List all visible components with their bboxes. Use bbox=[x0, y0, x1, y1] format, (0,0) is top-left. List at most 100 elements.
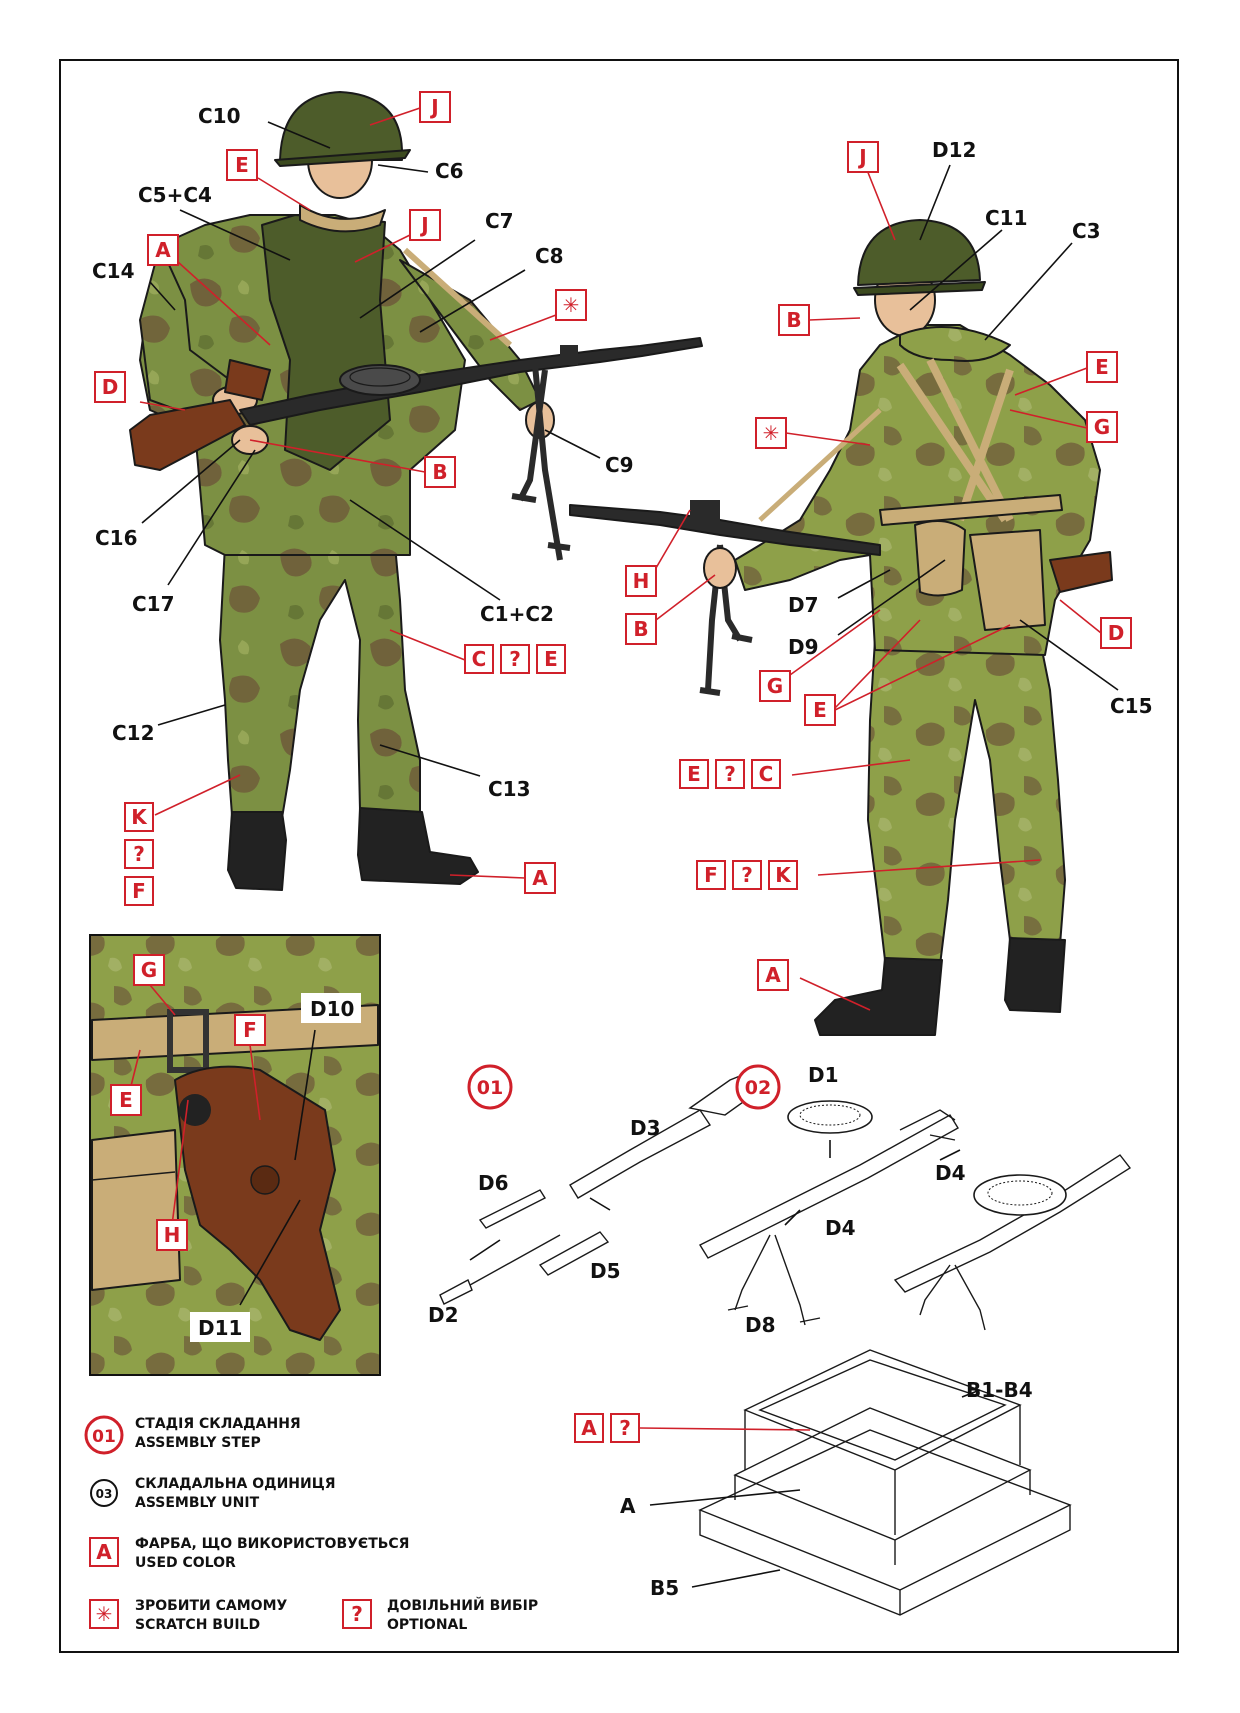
legend-optional-icon bbox=[342, 1599, 372, 1629]
code-e-pouches: E bbox=[813, 698, 827, 722]
step-number-01: 01 bbox=[477, 1077, 503, 1099]
code-opt-boot: ? bbox=[133, 842, 145, 866]
label-d1: D1 bbox=[808, 1063, 839, 1087]
label-c9: C9 bbox=[605, 453, 634, 477]
left-part-leaders bbox=[141, 121, 601, 777]
code-c-trousers-right: C bbox=[759, 762, 774, 786]
code-b-face: B bbox=[786, 308, 801, 332]
legend-step-en: ASSEMBLY STEP bbox=[135, 1435, 261, 1451]
legend-color-ua: ФАРБА, ЩО ВИКОРИСТОВУЄТЬСЯ bbox=[135, 1536, 409, 1552]
right-color-codes bbox=[655, 164, 1102, 1011]
code-g-buckle: G bbox=[1094, 415, 1110, 439]
assembly-step-2 bbox=[699, 1064, 961, 1326]
label-c16: C16 bbox=[95, 526, 138, 550]
code-opt-knee: ? bbox=[741, 863, 753, 887]
label-c13: C13 bbox=[488, 777, 531, 801]
label-bg-d11 bbox=[190, 1312, 250, 1342]
label-c11: C11 bbox=[985, 206, 1028, 230]
code-box-d-stock bbox=[94, 371, 126, 403]
legend-color-en: USED COLOR bbox=[135, 1555, 236, 1571]
label-b5: B5 bbox=[650, 1576, 679, 1600]
left-figure bbox=[129, 91, 703, 891]
code-k-boot: K bbox=[131, 805, 148, 829]
label-d12: D12 bbox=[932, 138, 976, 162]
code-box-opt-trousers-right bbox=[715, 759, 745, 789]
code-b-hand-right: B bbox=[633, 617, 648, 641]
label-base-a: A bbox=[620, 1494, 636, 1518]
label-d6: D6 bbox=[478, 1171, 509, 1195]
legend-scratch-en: SCRATCH BUILD bbox=[135, 1617, 260, 1633]
code-box-b-hand bbox=[424, 456, 456, 488]
code-box-a-boot bbox=[524, 862, 556, 894]
legend-scratch-ua: ЗРОБИТИ САМОМУ bbox=[135, 1598, 288, 1614]
page-frame bbox=[59, 59, 1179, 1653]
code-e-trousers: E bbox=[544, 647, 558, 671]
right-part-leaders bbox=[837, 164, 1119, 691]
label-c1-c2: C1+C2 bbox=[480, 602, 554, 626]
label-c5-c4: C5+C4 bbox=[138, 183, 212, 207]
code-box-scratch-left bbox=[555, 289, 587, 321]
right-figure bbox=[569, 219, 1113, 1036]
label-c12: C12 bbox=[112, 721, 155, 745]
code-box-opt-knee bbox=[732, 860, 762, 890]
code-e-strap: E bbox=[1095, 355, 1109, 379]
code-j-plate: J bbox=[419, 213, 428, 237]
label-d7: D7 bbox=[788, 593, 819, 617]
code-box-e-pouches bbox=[804, 694, 836, 726]
code-g-inset: G bbox=[141, 958, 157, 982]
code-box-e-inset bbox=[110, 1084, 142, 1116]
code-box-a-base bbox=[574, 1413, 604, 1443]
code-box-g-inset bbox=[133, 954, 165, 986]
label-d4-lower: D4 bbox=[825, 1216, 856, 1240]
code-h-gun: H bbox=[633, 569, 650, 593]
label-d4-right: D4 bbox=[935, 1161, 966, 1185]
label-c17: C17 bbox=[132, 592, 175, 616]
code-box-f-knee bbox=[696, 860, 726, 890]
code-box-a-belt bbox=[147, 234, 179, 266]
legend-optional-en: OPTIONAL bbox=[387, 1617, 467, 1633]
code-box-scratch-right bbox=[755, 417, 787, 449]
label-d5: D5 bbox=[590, 1259, 621, 1283]
code-a-base: A bbox=[581, 1416, 597, 1440]
label-d9: D9 bbox=[788, 635, 819, 659]
code-f-knee: F bbox=[704, 863, 718, 887]
code-box-opt-trousers bbox=[500, 644, 530, 674]
display-base bbox=[649, 1349, 1072, 1616]
legend-scratch-mark: ✳ bbox=[96, 1602, 113, 1626]
code-j-helmet: J bbox=[429, 95, 438, 119]
code-box-d-stock-right bbox=[1100, 617, 1132, 649]
code-f-boot: F bbox=[132, 879, 146, 903]
code-d-stock-right: D bbox=[1108, 621, 1125, 645]
scratch-mark-right: ✳ bbox=[763, 421, 780, 445]
label-c8: C8 bbox=[535, 244, 564, 268]
label-bg-d10 bbox=[301, 993, 361, 1023]
legend-unit-number: 03 bbox=[96, 1487, 113, 1501]
label-d2: D2 bbox=[428, 1303, 459, 1327]
code-box-k-boot bbox=[124, 802, 154, 832]
legend-optional-ua: ДОВІЛЬНИЙ ВИБІР bbox=[387, 1597, 538, 1614]
left-color-codes bbox=[139, 107, 557, 879]
code-e-inset: E bbox=[119, 1088, 133, 1112]
code-box-c-trousers bbox=[464, 644, 494, 674]
label-d10: D10 bbox=[310, 997, 354, 1021]
scratch-mark-left: ✳ bbox=[563, 293, 580, 317]
code-a-boot-right: A bbox=[765, 963, 781, 987]
code-box-h-inset bbox=[156, 1219, 188, 1251]
legend-unit-icon bbox=[90, 1479, 118, 1507]
code-box-a-boot-right bbox=[757, 959, 789, 991]
code-e-collar: E bbox=[235, 153, 249, 177]
code-box-j-helmet-right bbox=[847, 141, 879, 173]
legend-color-icon bbox=[89, 1537, 119, 1567]
code-opt-trousers: ? bbox=[509, 647, 521, 671]
label-c10: C10 bbox=[198, 104, 241, 128]
code-box-b-face bbox=[778, 304, 810, 336]
code-a-belt: A bbox=[155, 238, 171, 262]
code-box-f-boot bbox=[124, 876, 154, 906]
code-box-e-strap bbox=[1086, 351, 1118, 383]
code-g-pouch: G bbox=[767, 674, 783, 698]
code-h-inset: H bbox=[164, 1223, 181, 1247]
code-opt-trousers-right: ? bbox=[724, 762, 736, 786]
label-c7: C7 bbox=[485, 209, 514, 233]
code-box-k-knee bbox=[768, 860, 798, 890]
